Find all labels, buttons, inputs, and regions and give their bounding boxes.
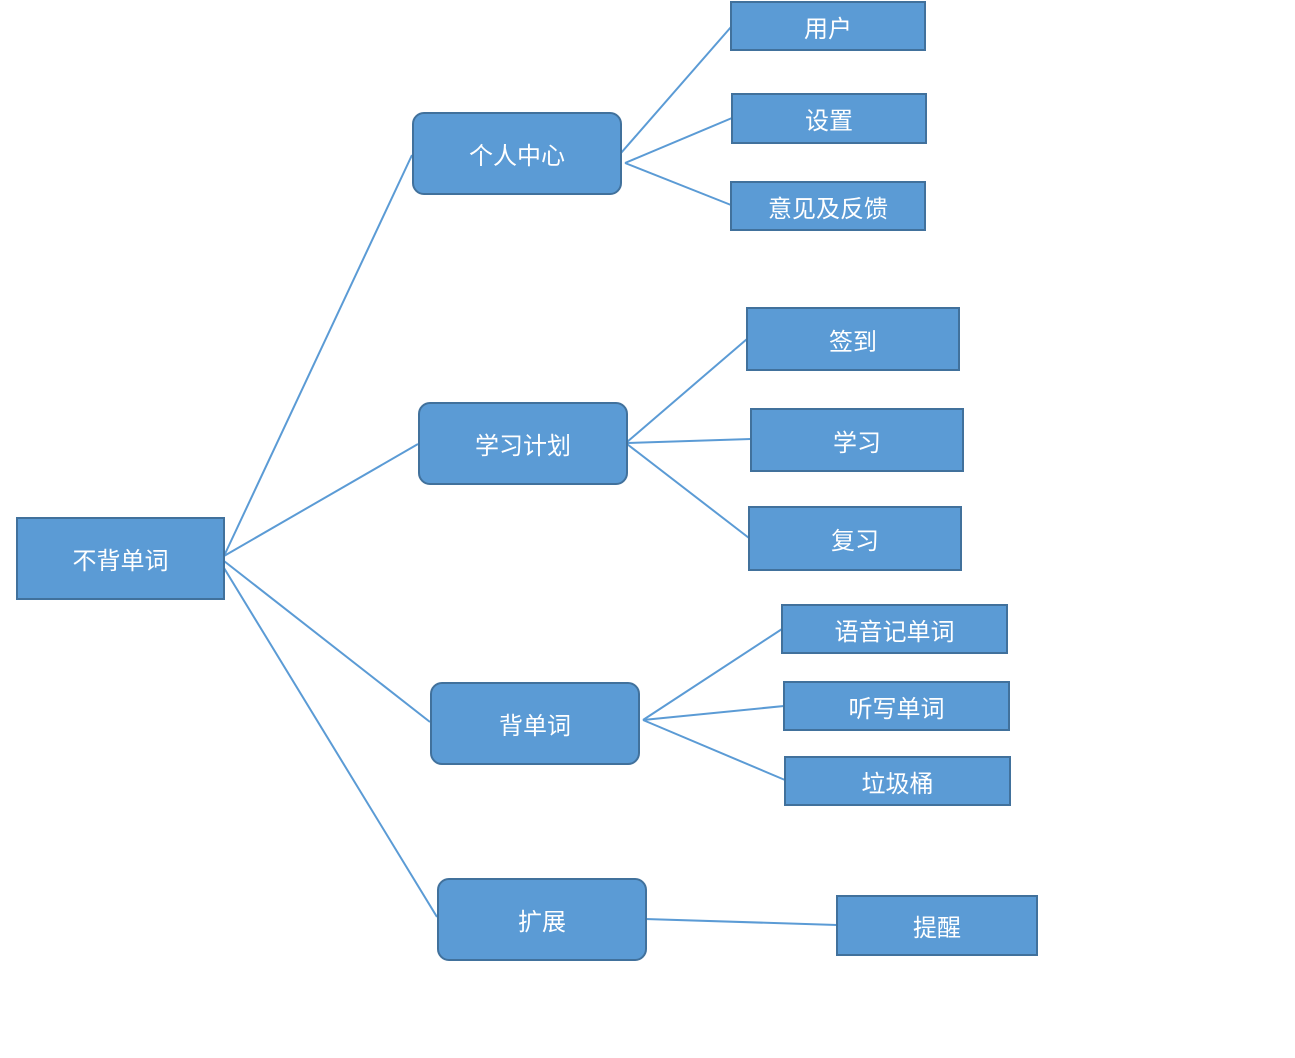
root-node[interactable]: 不背单词 xyxy=(16,517,225,600)
link-branch-1-child-2 xyxy=(624,117,733,164)
link-root-branch-1 xyxy=(223,154,413,557)
branch-node-personal-center[interactable]: 个人中心 xyxy=(412,112,622,195)
link-branch-3-child-2 xyxy=(642,705,785,721)
link-branch-3-child-1 xyxy=(642,628,783,721)
link-root-branch-2 xyxy=(223,443,419,557)
leaf-node-settings[interactable]: 设置 xyxy=(731,93,927,144)
link-branch-1-child-1 xyxy=(620,26,732,154)
link-root-branch-4 xyxy=(223,567,438,918)
link-branch-1-child-3 xyxy=(624,162,732,206)
leaf-node-check-in[interactable]: 签到 xyxy=(746,307,960,371)
link-branch-2-child-1 xyxy=(626,338,748,443)
leaf-node-feedback[interactable]: 意见及反馈 xyxy=(730,181,926,231)
branch-node-memorize-words[interactable]: 背单词 xyxy=(430,682,640,765)
link-root-branch-3 xyxy=(223,560,431,723)
leaf-node-user[interactable]: 用户 xyxy=(730,1,926,51)
leaf-node-dictation[interactable]: 听写单词 xyxy=(783,681,1010,731)
leaf-node-trash[interactable]: 垃圾桶 xyxy=(784,756,1011,806)
branch-node-study-plan[interactable]: 学习计划 xyxy=(418,402,628,485)
leaf-node-review[interactable]: 复习 xyxy=(748,506,962,571)
leaf-node-study[interactable]: 学习 xyxy=(750,408,964,472)
link-branch-4-child-1 xyxy=(644,918,838,926)
link-branch-3-child-3 xyxy=(642,719,786,781)
leaf-node-reminder[interactable]: 提醒 xyxy=(836,895,1038,956)
link-branch-2-child-3 xyxy=(626,443,750,539)
link-branch-2-child-2 xyxy=(626,438,752,444)
branch-node-extension[interactable]: 扩展 xyxy=(437,878,647,961)
leaf-node-voice-words[interactable]: 语音记单词 xyxy=(781,604,1008,654)
